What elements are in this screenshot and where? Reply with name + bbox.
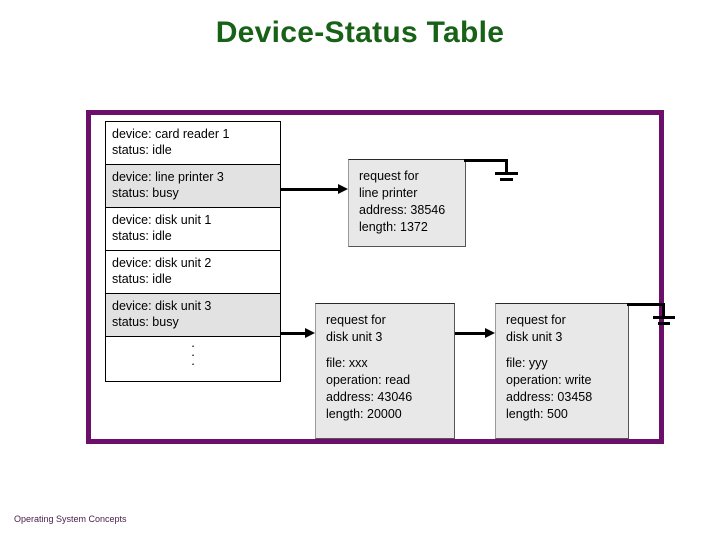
vertical-ellipsis-icon: ··· bbox=[190, 338, 196, 371]
status-label: status: busy bbox=[112, 315, 179, 329]
device-label: device: disk unit 3 bbox=[112, 299, 212, 313]
arrow-between-disk-requests bbox=[455, 328, 495, 338]
request-operation: operation: read bbox=[326, 373, 411, 387]
request-title-line-1: request for bbox=[326, 313, 386, 327]
request-title-line-1: request for bbox=[359, 169, 419, 183]
page-title: Device-Status Table bbox=[215, 16, 505, 49]
request-title-line-2: line printer bbox=[359, 186, 418, 200]
status-label: status: busy bbox=[112, 186, 179, 200]
footer-text: Operating System Concepts bbox=[14, 514, 127, 524]
request-box-disk-unit-3-first: request for disk unit 3 file: xxx operat… bbox=[315, 303, 455, 439]
request-address: address: 43046 bbox=[326, 390, 413, 404]
status-label: status: idle bbox=[112, 229, 172, 243]
table-row: device: disk unit 2 status: idle bbox=[106, 251, 280, 294]
table-row: device: card reader 1 status: idle bbox=[106, 122, 280, 165]
status-label: status: idle bbox=[112, 272, 172, 286]
request-address: address: 38546 bbox=[359, 203, 446, 217]
request-operation: operation: write bbox=[506, 373, 592, 387]
arrow-to-disk-request bbox=[281, 328, 315, 338]
arrow-to-line-printer-request bbox=[281, 184, 348, 194]
device-label: device: line printer 3 bbox=[112, 170, 224, 184]
request-file: file: yyy bbox=[506, 356, 548, 370]
device-label: device: disk unit 1 bbox=[112, 213, 212, 227]
request-length: length: 20000 bbox=[326, 407, 402, 421]
table-row: device: disk unit 3 status: busy bbox=[106, 294, 280, 337]
request-box-line-printer: request for line printer address: 38546 … bbox=[348, 159, 466, 247]
request-file: file: xxx bbox=[326, 356, 368, 370]
request-title-line-2: disk unit 3 bbox=[506, 330, 563, 344]
diagram-frame: device: card reader 1 status: idle devic… bbox=[86, 110, 675, 444]
request-address: address: 03458 bbox=[506, 390, 593, 404]
null-pointer-icon bbox=[464, 159, 522, 187]
request-title-line-1: request for bbox=[506, 313, 566, 327]
table-row: device: disk unit 1 status: idle bbox=[106, 208, 280, 251]
request-length: length: 1372 bbox=[359, 220, 428, 234]
request-title-line-2: disk unit 3 bbox=[326, 330, 383, 344]
device-status-table: device: card reader 1 status: idle devic… bbox=[105, 121, 281, 382]
device-label: device: disk unit 2 bbox=[112, 256, 212, 270]
table-row-ellipsis: ··· bbox=[106, 337, 280, 382]
device-label: device: card reader 1 bbox=[112, 127, 230, 141]
table-row: device: line printer 3 status: busy bbox=[106, 165, 280, 208]
status-label: status: idle bbox=[112, 143, 172, 157]
null-pointer-icon bbox=[627, 303, 679, 331]
request-length: length: 500 bbox=[506, 407, 568, 421]
request-box-disk-unit-3-second: request for disk unit 3 file: yyy operat… bbox=[495, 303, 629, 439]
